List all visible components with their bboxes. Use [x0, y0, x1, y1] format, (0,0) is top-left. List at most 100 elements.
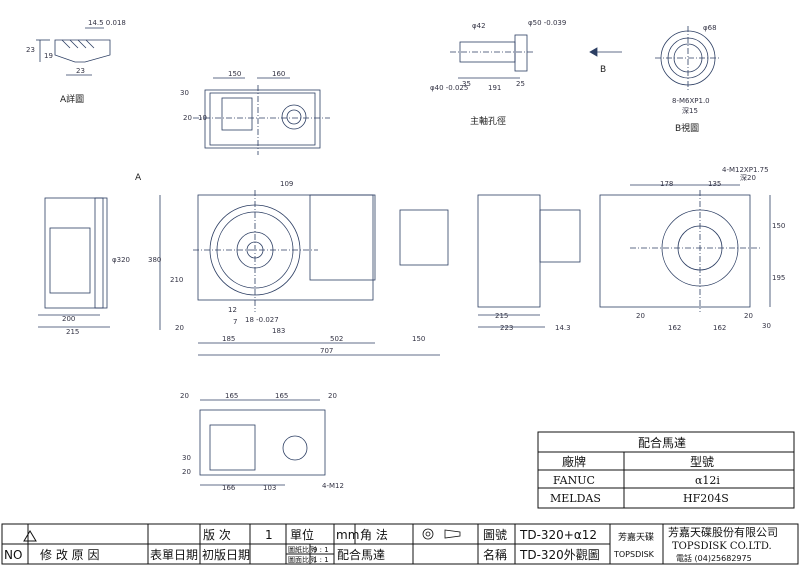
dim-label: 135: [708, 180, 721, 188]
dim-label: 14.5 0.018: [88, 19, 126, 27]
dim-label: 185: [222, 335, 235, 343]
dim-label: 160: [272, 70, 285, 78]
dim-label: 215: [495, 312, 508, 320]
angle-label: 角 法: [360, 528, 388, 542]
form-date-label: 表單日期: [150, 548, 198, 562]
projection-symbol: [422, 528, 461, 540]
dim-label: 150: [772, 222, 785, 230]
dim-label: 183: [272, 327, 285, 335]
dim-label: 18 -0.027: [245, 316, 279, 324]
dim-label: 20: [180, 392, 189, 400]
dim-label: 165: [275, 392, 288, 400]
revision-triangle-icon: [23, 530, 37, 542]
scale2-value: 1 : 1: [313, 556, 329, 564]
motor-table-grid: [537, 431, 795, 509]
dim-label: 25: [516, 80, 525, 88]
dim-label: 20: [636, 312, 645, 320]
spindle-bore-view: [450, 34, 535, 79]
dim-label: 20: [175, 324, 184, 332]
dim-label: 20: [183, 114, 192, 122]
motor-table-title: 配合馬達: [638, 435, 686, 450]
dim-label: φ50 -0.039: [528, 19, 566, 27]
a-detail-title: A詳圖: [60, 93, 84, 105]
logo-en: TOPSDISK: [613, 550, 655, 559]
top-view: [193, 77, 330, 155]
dwg-no-label: 圖號: [483, 528, 507, 542]
dim-label: 165: [225, 392, 238, 400]
dim-label: 20: [328, 392, 337, 400]
a-arrow-label: A: [135, 173, 142, 183]
dim-label: 30: [762, 322, 771, 330]
dim-label: 4-M12: [322, 482, 344, 490]
dim-label: 103: [263, 484, 276, 492]
dim-label: 20: [182, 468, 191, 476]
version-value: 1: [265, 528, 273, 542]
scale1-value: 9 : 1: [313, 546, 329, 554]
reason-label: 修 改 原 因: [40, 547, 99, 562]
logo-cn: 芳嘉天碟: [618, 531, 654, 543]
unit-label: 單位: [290, 527, 314, 542]
dim-label: 23: [26, 46, 35, 54]
dim-label: 8-M6XP1.0: [672, 97, 710, 105]
motor-note: 配合馬達: [337, 547, 385, 562]
a-detail-view: [36, 27, 111, 76]
motor-brand-1: FANUC: [553, 474, 595, 487]
dim-label: 166: [222, 484, 236, 492]
dim-label: 深15: [682, 106, 698, 115]
name-value: TD-320外觀圖: [519, 548, 600, 562]
dim-label: 35: [462, 80, 471, 88]
dim-label: φ320: [112, 256, 130, 264]
dim-label: 14.3: [555, 324, 571, 332]
dim-label: 12: [228, 306, 237, 314]
dim-label: 162: [713, 324, 726, 332]
motor-model-1: α12i: [695, 474, 720, 487]
dim-label: 20: [744, 312, 753, 320]
b-arrow-label: B: [600, 65, 606, 75]
dim-label: φ40 -0.025: [430, 84, 468, 92]
dim-label: 380: [148, 256, 161, 264]
company-en: TOPSDISK CO.LTD.: [672, 541, 772, 552]
dim-label: 23: [76, 67, 85, 75]
scale1-label: 圖紙比例: [288, 545, 316, 554]
motor-model-2: HF204S: [683, 492, 729, 505]
dim-label: 502: [330, 335, 343, 343]
dim-label: 178: [660, 180, 673, 188]
no-label: NO: [4, 548, 22, 562]
unit-value: mm: [336, 528, 359, 542]
bottom-view: [199, 399, 326, 486]
name-label: 名稱: [483, 547, 507, 562]
dim-label: 4-M12XP1.75: [722, 166, 769, 174]
motor-col-brand: 廠牌: [562, 454, 586, 469]
dim-label: 109: [280, 180, 293, 188]
dim-label: 191: [488, 84, 501, 92]
dim-label: 30: [182, 454, 191, 462]
title-block-grid: [1, 523, 799, 565]
b-view-title: B視圖: [675, 122, 699, 134]
dim-label: 150: [412, 335, 425, 343]
dwg-no-value: TD-320+α12: [519, 528, 597, 542]
dim-label: 215: [66, 328, 79, 336]
motor-side-view: [477, 194, 581, 328]
dim-label: φ68: [703, 24, 717, 32]
scale2-label: 圖面比例: [288, 555, 316, 564]
dim-label: 223: [500, 324, 513, 332]
dim-label: 150: [228, 70, 241, 78]
motor-col-model: 型號: [690, 455, 714, 469]
dim-label: 30: [180, 89, 189, 97]
right-view: [599, 184, 771, 312]
left-side-view: [38, 197, 110, 328]
dim-label: 19: [44, 52, 53, 60]
company-cn: 芳嘉天碟股份有限公司: [668, 525, 778, 539]
dim-label: 10: [198, 114, 207, 122]
dim-label: 210: [170, 276, 183, 284]
dim-label: 195: [772, 274, 785, 282]
b-view-arrow: [589, 47, 622, 57]
first-date-label: 初版日期: [202, 548, 250, 562]
dim-label: 162: [668, 324, 681, 332]
spindle-caption: 主軸孔徑: [470, 115, 506, 127]
dim-label: 深20: [740, 173, 756, 182]
motor-brand-2: MELDAS: [550, 492, 601, 505]
company-phone: 電話 (04)25682975: [676, 553, 752, 563]
dim-label: 707: [320, 347, 333, 355]
